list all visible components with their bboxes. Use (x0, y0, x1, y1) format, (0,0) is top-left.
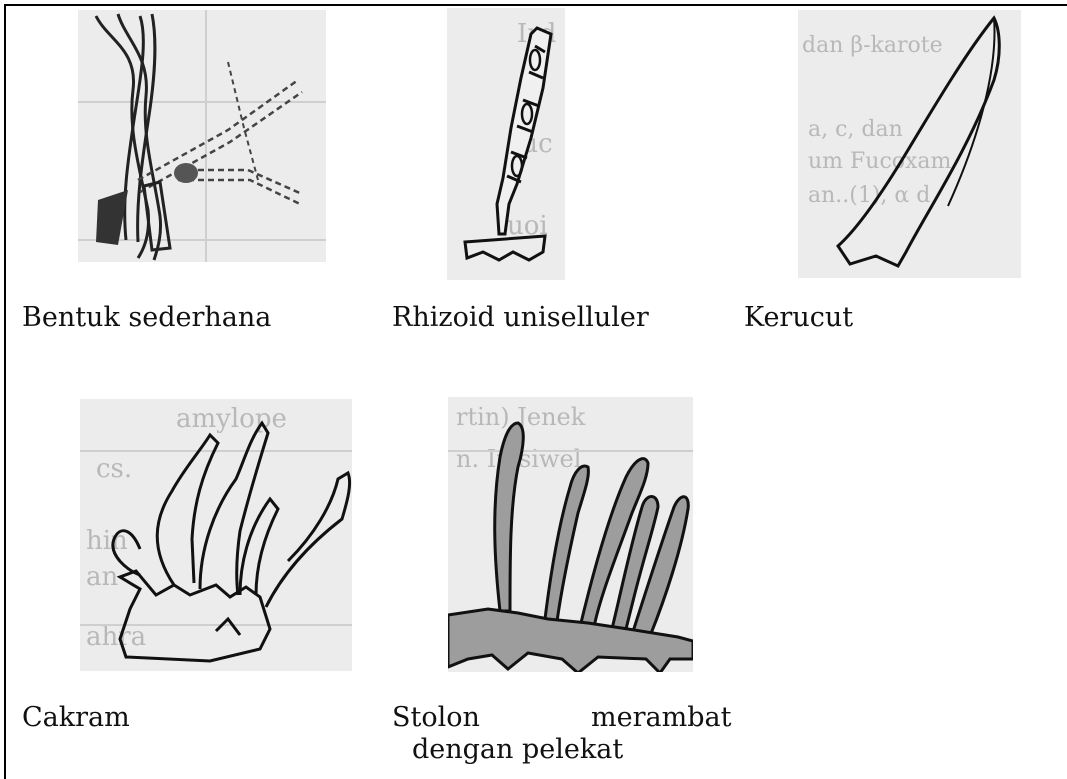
figure-cone: dan β-karote a, c, dan um Fucoxam an..(1… (798, 10, 1021, 278)
creeping-stolon-icon: rtin) Jenek n. Imsiwel (448, 397, 693, 672)
caption-unicellular-rhizoid: Rhizoid uniselluler (392, 302, 649, 334)
svg-text:dan β-karote: dan β-karote (802, 33, 943, 58)
svg-text:cs.: cs. (96, 454, 132, 484)
figure-unicellular-rhizoid: Ird ruc uoi (447, 8, 565, 280)
caption-simple-form: Bentuk sederhana (22, 302, 271, 334)
caption-disc: Cakram (22, 702, 130, 734)
rhizoid-icon: Ird ruc uoi (447, 8, 565, 280)
figure-creeping-stolon: rtin) Jenek n. Imsiwel (448, 397, 693, 672)
cone-icon: dan β-karote a, c, dan um Fucoxam an..(1… (798, 10, 1021, 278)
figure-simple-form (78, 10, 326, 262)
figure-disc: amylope cs. hin an ahra (80, 399, 352, 671)
caption-creeping-stolon-line2: dengan pelekat (412, 734, 623, 766)
svg-text:ahra: ahra (86, 622, 146, 652)
svg-text:an: an (86, 562, 119, 592)
disc-holdfast-icon: amylope cs. hin an ahra (80, 399, 352, 671)
svg-text:an..(1), α d: an..(1), α d (808, 183, 930, 208)
caption-creeping-stolon-line1: Stolon merambat (392, 702, 732, 734)
svg-text:um Fucoxam: um Fucoxam (808, 149, 952, 174)
caption-merambat-word: merambat (591, 702, 731, 734)
caption-stolon-word: Stolon (392, 702, 480, 733)
svg-text:amylope: amylope (176, 404, 287, 434)
caption-cone: Kerucut (744, 302, 853, 334)
svg-text:a, c, dan: a, c, dan (808, 117, 903, 142)
simple-form-icon (78, 10, 326, 262)
